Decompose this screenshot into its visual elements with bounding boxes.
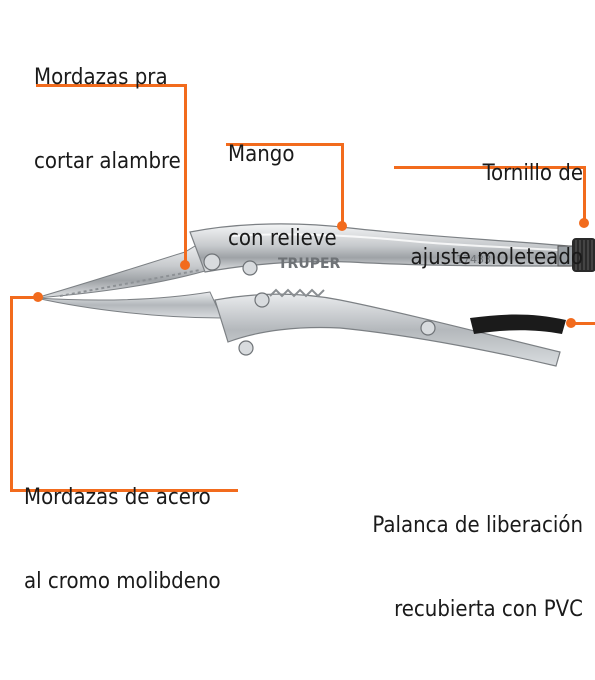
handle-dot xyxy=(337,221,347,231)
upper-jaw xyxy=(35,239,216,299)
release-lever-grip xyxy=(470,314,566,334)
spring xyxy=(269,288,325,298)
screw-callout: Tornillo de ajuste moleteado xyxy=(410,104,583,328)
lever-callout: Palanca de liberación recubierta con PVC xyxy=(372,456,583,680)
cutter-dot xyxy=(180,260,190,270)
cutter-callout-line1: Mordazas pra xyxy=(34,65,168,90)
jaws-callout-line1: Mordazas de acero xyxy=(24,485,211,510)
handle-leader-horizontal xyxy=(226,143,344,146)
lever-callout-line2: recubierta con PVC xyxy=(394,597,583,622)
rivet xyxy=(242,260,258,276)
lever-callout-line1: Palanca de liberación xyxy=(372,513,583,538)
rivet xyxy=(254,292,270,308)
cutter-leader-horizontal xyxy=(36,84,186,87)
screw-dot xyxy=(579,218,589,228)
handle-callout-line2: con relieve xyxy=(228,226,337,251)
handle-callout-line1: Mango xyxy=(228,142,295,167)
rivet xyxy=(420,320,436,336)
screw-callout-line1: Tornillo de xyxy=(482,161,583,186)
cutter-leader-vertical xyxy=(184,84,187,264)
screw-leader-vertical xyxy=(583,166,586,224)
cutter-callout: Mordazas pra cortar alambre xyxy=(34,8,181,232)
model-engraving: 17433 xyxy=(456,253,491,266)
cutter-callout-line2: cortar alambre xyxy=(34,149,181,174)
product-infographic: TRUPER 17433 Mordazas pra cortar alambre… xyxy=(10,8,595,622)
locking-pliers-image: TRUPER 17433 xyxy=(35,223,595,367)
jaws-callout: Mordazas de acero al cromo molibdeno xyxy=(24,428,221,652)
brand-engraving: TRUPER xyxy=(278,256,341,272)
screw-callout-line2: ajuste moleteado xyxy=(410,245,583,270)
lever-leader-horizontal xyxy=(572,322,595,325)
jaws-leader-vertical xyxy=(10,296,13,492)
screw-leader-horizontal xyxy=(394,166,586,169)
jaws-callout-line2: al cromo molibdeno xyxy=(24,569,221,594)
pivot-rivet xyxy=(203,253,221,271)
jaws-leader-horizontal-bottom xyxy=(10,489,238,492)
lever-dot xyxy=(566,318,576,328)
rivet xyxy=(238,340,254,356)
jaws-leader-horizontal-top xyxy=(10,296,38,299)
lower-handle xyxy=(214,293,561,367)
handle-leader-vertical xyxy=(341,143,344,225)
handle-callout: Mango con relieve xyxy=(228,85,337,309)
jaws-dot xyxy=(33,292,43,302)
